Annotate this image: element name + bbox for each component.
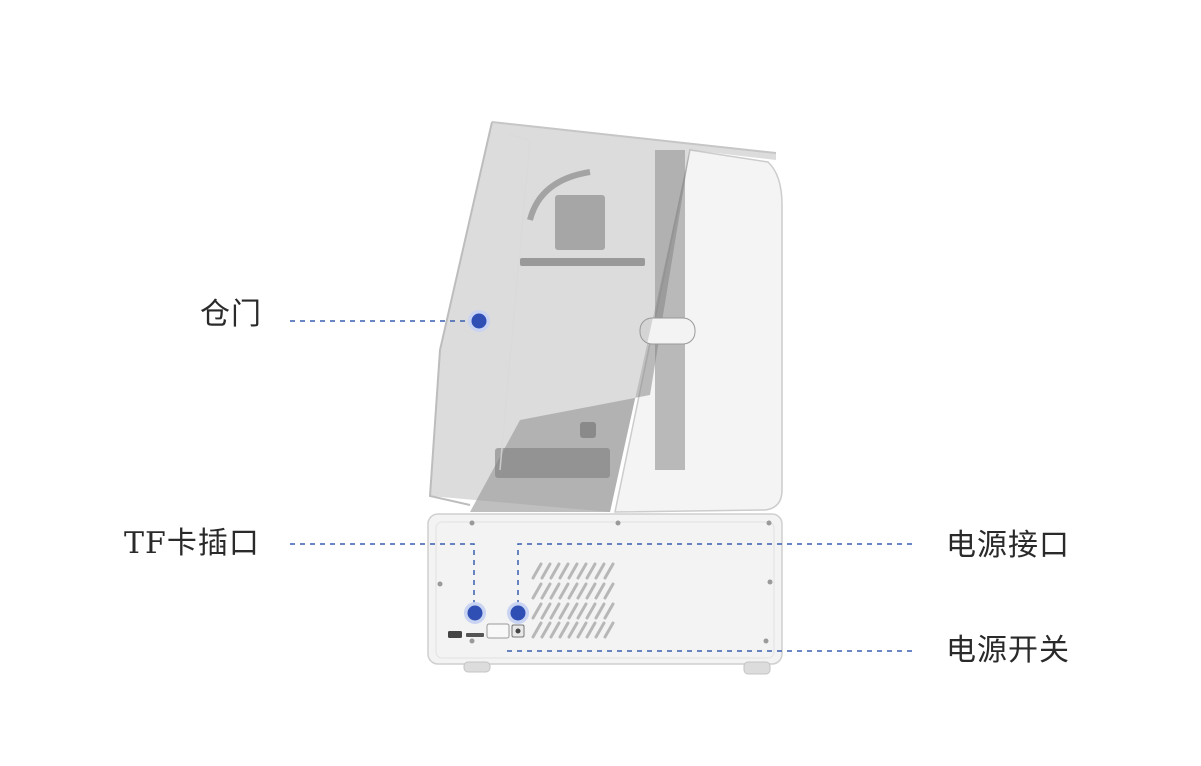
callout-markers	[464, 310, 529, 624]
switch-icon	[486, 623, 510, 639]
power-port-label: 电源接口	[946, 528, 1070, 563]
leader-power-port	[517, 543, 912, 606]
tf-slot-icon	[466, 633, 484, 637]
leader-lines	[290, 320, 912, 652]
printer-cover	[428, 121, 777, 512]
tf-slot-label: TF卡插口	[124, 526, 260, 561]
door-label: 仓门	[200, 297, 262, 332]
leader-tf-slot	[290, 543, 475, 606]
printer-base	[427, 513, 783, 675]
printer-internals	[470, 150, 696, 512]
power-switch-label: 电源开关	[946, 633, 1070, 668]
usb-port-icon	[448, 631, 462, 638]
vent-grille	[531, 562, 615, 639]
